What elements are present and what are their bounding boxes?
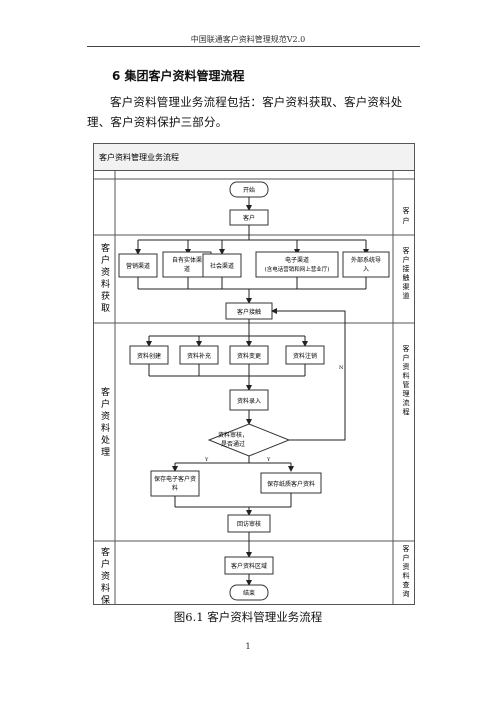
section-number: 6 [112, 69, 121, 83]
lane-label-channels: 客户接触渠道 [402, 246, 410, 301]
end-node [229, 584, 269, 601]
channel-external [342, 251, 390, 278]
channel-external-line1: 外部系统导 [351, 256, 381, 264]
end-label: 结束 [243, 589, 255, 597]
reject-loop [271, 308, 346, 441]
flowchart-title: 客户资料管理业务流程 [99, 152, 179, 162]
channel-own-store-line2: 道 [184, 265, 190, 273]
channel-external-line2: 入 [363, 266, 369, 273]
channel-own-store-line1: 自有实体渠 [172, 256, 202, 264]
figure-caption: 图6.1 客户资料管理业务流程 [173, 610, 323, 624]
edge-label-yes-left: Y [204, 457, 209, 463]
data-zone-label: 客户资料区域 [231, 562, 267, 570]
entry-label: 资料录入 [237, 397, 261, 405]
decision-line2: 是否通过 [221, 440, 245, 448]
save-electronic-node [150, 470, 200, 497]
save-electronic-line2: 料 [172, 484, 178, 492]
customer-label: 客户 [243, 214, 255, 222]
section-title-text: 集团客户资料管理流程 [124, 69, 245, 83]
header-rule [87, 46, 420, 47]
channel-marketing-label: 营销渠道 [126, 262, 150, 270]
start-label: 开始 [243, 186, 255, 194]
lane-label-acquire: 客户资料获取 [99, 242, 110, 315]
flowchart-title-bar [93, 143, 415, 171]
lane-label-customer: 客户 [402, 206, 410, 227]
flowchart: 客户资料管理业务流程 客户资料获取 客户资料处理 客户资料保护 客户 客户接触渠… [93, 143, 415, 605]
callback-review-label: 回访审核 [237, 520, 261, 528]
save-electronic-line1: 保存电子客户资 [154, 475, 196, 483]
lane-label-query: 客户资料查询 [402, 544, 410, 599]
contact-label: 客户接触 [237, 308, 261, 316]
edge-label-yes-right: Y [266, 457, 271, 463]
lane-label-process-flow: 客户资料管理流程 [402, 344, 410, 417]
channel-electronic-line2: (含电话营销和网上营业厅) [265, 265, 330, 273]
lane-label-protect: 客户资料保护 [99, 546, 110, 605]
channel-electronic-line1: 电子渠道 [285, 256, 309, 264]
save-paper-label: 保存纸质客户资料 [267, 480, 315, 488]
channel-social-label: 社会渠道 [210, 262, 234, 270]
page-number: 1 [245, 642, 251, 651]
process-change-label: 资料变更 [237, 352, 261, 360]
intro-paragraph: 客户资料管理业务流程包括：客户资料获取、客户资料处理、客户资料保护三部分。 [87, 95, 403, 129]
decision-line1: 资料审核， [218, 431, 248, 439]
section-title: 6 集团客户资料管理流程 [112, 67, 245, 84]
process-cancel-label: 资料注销 [293, 352, 317, 360]
running-header: 中国联通客户资料管理规范V2.0 [190, 35, 306, 44]
process-create-label: 资料创建 [137, 352, 161, 360]
channel-electronic [255, 251, 339, 278]
edge-label-no: N [339, 365, 344, 371]
process-supplement-label: 资料补充 [187, 352, 211, 360]
lane-label-process: 客户资料处理 [99, 386, 110, 459]
